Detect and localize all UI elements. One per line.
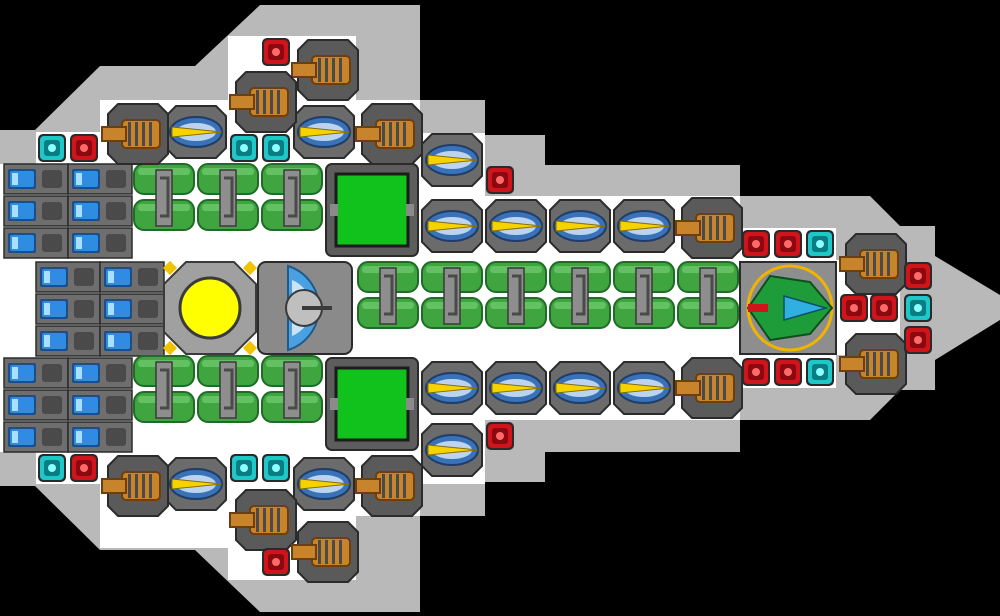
ship-modules: [3, 38, 932, 583]
thruster[interactable]: [67, 357, 133, 389]
thruster[interactable]: [67, 195, 133, 227]
cyan-shield-block[interactable]: [230, 454, 258, 482]
thruster[interactable]: [99, 325, 165, 357]
fuel-tank[interactable]: [261, 163, 323, 231]
laser-turret[interactable]: [293, 457, 355, 511]
cannon-turret[interactable]: [291, 521, 359, 583]
cyan-shield-block[interactable]: [806, 358, 834, 386]
fuel-tank[interactable]: [133, 355, 195, 423]
red-armor-block[interactable]: [70, 134, 98, 162]
laser-turret[interactable]: [165, 105, 227, 159]
thruster[interactable]: [3, 357, 69, 389]
fuel-tank[interactable]: [133, 163, 195, 231]
cannon-turret[interactable]: [229, 489, 297, 551]
fuel-tank[interactable]: [197, 163, 259, 231]
reactor-core[interactable]: [162, 260, 258, 356]
red-armor-block[interactable]: [262, 38, 290, 66]
thruster[interactable]: [35, 293, 101, 325]
cyan-shield-block[interactable]: [38, 454, 66, 482]
thruster[interactable]: [3, 195, 69, 227]
thruster[interactable]: [99, 261, 165, 293]
thruster[interactable]: [3, 227, 69, 259]
cyan-shield-block[interactable]: [230, 134, 258, 162]
laser-turret[interactable]: [613, 199, 675, 253]
red-armor-block[interactable]: [774, 230, 802, 258]
fuel-tank[interactable]: [613, 261, 675, 329]
thruster[interactable]: [3, 421, 69, 453]
cannon-turret[interactable]: [291, 39, 359, 101]
cockpit[interactable]: [739, 261, 837, 355]
laser-turret[interactable]: [549, 199, 611, 253]
fuel-tank[interactable]: [549, 261, 611, 329]
red-armor-block[interactable]: [904, 262, 932, 290]
laser-turret[interactable]: [613, 361, 675, 415]
red-armor-block[interactable]: [742, 230, 770, 258]
cyan-shield-block[interactable]: [262, 134, 290, 162]
cyan-shield-block[interactable]: [904, 294, 932, 322]
cannon-turret[interactable]: [839, 333, 907, 395]
shield-dome[interactable]: [257, 261, 353, 355]
red-armor-block[interactable]: [262, 548, 290, 576]
cyan-shield-block[interactable]: [38, 134, 66, 162]
storage-bay[interactable]: [325, 163, 419, 257]
laser-turret[interactable]: [485, 361, 547, 415]
red-armor-block[interactable]: [904, 326, 932, 354]
laser-turret[interactable]: [421, 361, 483, 415]
fuel-tank[interactable]: [261, 355, 323, 423]
laser-turret[interactable]: [421, 199, 483, 253]
fuel-tank[interactable]: [677, 261, 739, 329]
red-armor-block[interactable]: [486, 166, 514, 194]
red-armor-block[interactable]: [742, 358, 770, 386]
cannon-turret[interactable]: [101, 455, 169, 517]
cannon-turret[interactable]: [355, 103, 423, 165]
laser-turret[interactable]: [421, 423, 483, 477]
red-armor-block[interactable]: [870, 294, 898, 322]
red-armor-block[interactable]: [70, 454, 98, 482]
thruster[interactable]: [67, 389, 133, 421]
cannon-turret[interactable]: [839, 233, 907, 295]
cannon-turret[interactable]: [101, 103, 169, 165]
thruster[interactable]: [99, 293, 165, 325]
storage-bay[interactable]: [325, 357, 419, 451]
red-armor-block[interactable]: [486, 422, 514, 450]
red-armor-block[interactable]: [774, 358, 802, 386]
laser-turret[interactable]: [293, 105, 355, 159]
fuel-tank[interactable]: [197, 355, 259, 423]
thruster[interactable]: [3, 163, 69, 195]
aft-hull-gap: [0, 258, 36, 354]
cyan-shield-block[interactable]: [806, 230, 834, 258]
cannon-turret[interactable]: [675, 197, 743, 259]
thruster[interactable]: [35, 261, 101, 293]
red-armor-block[interactable]: [840, 294, 868, 322]
thruster[interactable]: [67, 421, 133, 453]
cannon-turret[interactable]: [355, 455, 423, 517]
thruster[interactable]: [67, 163, 133, 195]
thruster[interactable]: [35, 325, 101, 357]
fuel-tank[interactable]: [421, 261, 483, 329]
thruster[interactable]: [3, 389, 69, 421]
cannon-turret[interactable]: [229, 71, 297, 133]
cannon-turret[interactable]: [675, 357, 743, 419]
laser-turret[interactable]: [165, 457, 227, 511]
cyan-shield-block[interactable]: [262, 454, 290, 482]
laser-turret[interactable]: [421, 133, 483, 187]
fuel-tank[interactable]: [485, 261, 547, 329]
laser-turret[interactable]: [485, 199, 547, 253]
fuel-tank[interactable]: [357, 261, 419, 329]
laser-turret[interactable]: [549, 361, 611, 415]
thruster[interactable]: [67, 227, 133, 259]
